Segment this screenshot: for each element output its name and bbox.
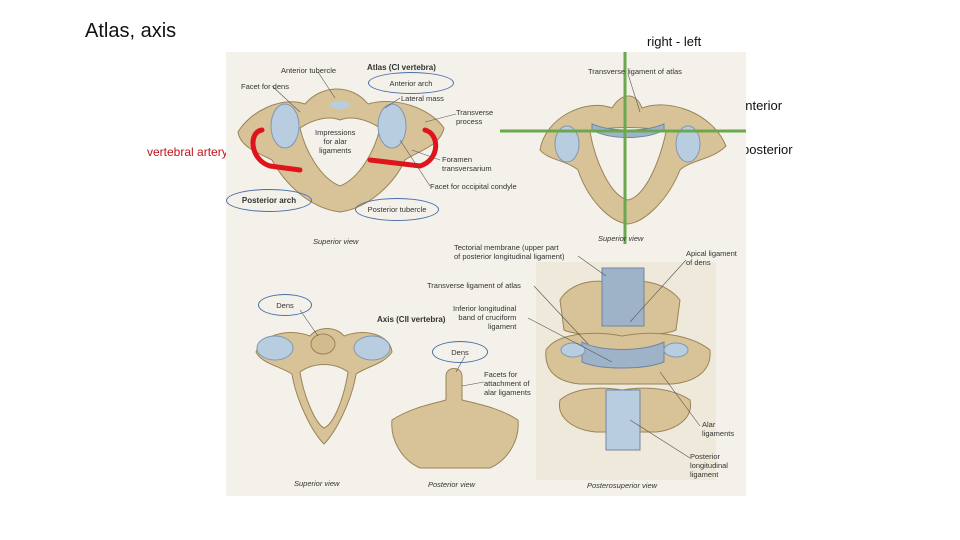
atlas-ligament-caption: Superior view bbox=[598, 234, 644, 243]
label-inferior-band: Inferior longitudinal band of cruciform … bbox=[453, 304, 517, 331]
facet-for-dens-shape bbox=[330, 101, 350, 109]
left-superior-facet bbox=[270, 103, 300, 149]
axis-posterior-caption: Posterior view bbox=[428, 480, 476, 489]
label-apical-ligament: Apical ligament of dens bbox=[686, 249, 737, 267]
posterior-arch-highlight: Posterior arch bbox=[226, 189, 312, 212]
atlas-superior-caption: Superior view bbox=[313, 237, 359, 246]
anterior-arch-highlight: Anterior arch bbox=[368, 72, 454, 94]
posterior-note: posterior bbox=[742, 142, 793, 157]
label-foramen-transversarium: Foramen transversarium bbox=[442, 155, 492, 173]
tectorial-membrane-shape bbox=[601, 267, 645, 327]
axis-foramen bbox=[299, 364, 349, 429]
anterior-note: anterior bbox=[738, 98, 783, 113]
label-facets-alar: Facets for attachment of alar ligaments bbox=[484, 370, 531, 397]
label-impressions-alar: Impressions for alar ligaments bbox=[315, 128, 356, 155]
cruciform-ligament-shape bbox=[581, 341, 665, 369]
label-lateral-mass: Lateral mass bbox=[401, 94, 444, 103]
label-transverse-ligament-atlas: Transverse ligament of atlas bbox=[588, 67, 682, 76]
atlas2-foramen bbox=[589, 127, 667, 201]
dens-posterior-highlight: Dens bbox=[432, 341, 488, 363]
ligaments-caption: Posterosuperior view bbox=[587, 481, 658, 490]
label-transverse-ligament-lig: Transverse ligament of atlas bbox=[427, 281, 521, 290]
label-dens-superior: Dens bbox=[276, 300, 294, 310]
label-transverse-process: Transverse process bbox=[456, 108, 494, 126]
label-anterior-tubercle: Anterior tubercle bbox=[281, 66, 337, 75]
posterior-longitudinal-shape bbox=[605, 389, 641, 451]
vertebral-artery-note: vertebral artery bbox=[147, 145, 228, 159]
atlas-heading: Atlas (CI vertebra) bbox=[367, 63, 436, 72]
slide-title: Atlas, axis bbox=[85, 20, 177, 42]
right-superior-facet bbox=[377, 103, 407, 149]
label-anterior-arch: Anterior arch bbox=[389, 78, 433, 88]
axis-superior-caption: Superior view bbox=[294, 479, 340, 488]
label-tectorial-membrane: Tectorial membrane (upper part of poster… bbox=[454, 243, 565, 261]
axis-right-facet bbox=[353, 335, 391, 361]
posterior-tubercle-highlight: Posterior tubercle bbox=[355, 198, 439, 221]
axis-dens-top bbox=[310, 333, 336, 355]
ligament-left-facet bbox=[560, 342, 586, 358]
label-posterior-arch: Posterior arch bbox=[241, 196, 297, 205]
label-posterior-tubercle: Posterior tubercle bbox=[367, 205, 427, 214]
orientation-note: right - left bbox=[647, 34, 702, 49]
label-posterior-longitudinal: Posterior longitudinal ligament bbox=[690, 452, 728, 479]
dens-superior-highlight: Dens bbox=[258, 294, 312, 316]
axis-left-facet bbox=[256, 335, 294, 361]
left-artery-bracket bbox=[250, 127, 303, 173]
atlas2-right-facet bbox=[675, 125, 701, 163]
label-facet-occipital-condyle: Facet for occipital condyle bbox=[430, 182, 517, 191]
label-alar-ligaments: Alar ligaments bbox=[702, 420, 735, 438]
label-facet-for-dens: Facet for dens bbox=[241, 82, 289, 91]
label-dens-posterior: Dens bbox=[451, 347, 469, 357]
atlas2-left-facet bbox=[554, 125, 580, 163]
axis-posterior-outline bbox=[391, 368, 519, 469]
axis-heading: Axis (CII vertebra) bbox=[377, 315, 446, 324]
right-artery-bracket bbox=[367, 127, 439, 169]
ligament-right-facet bbox=[663, 342, 689, 358]
